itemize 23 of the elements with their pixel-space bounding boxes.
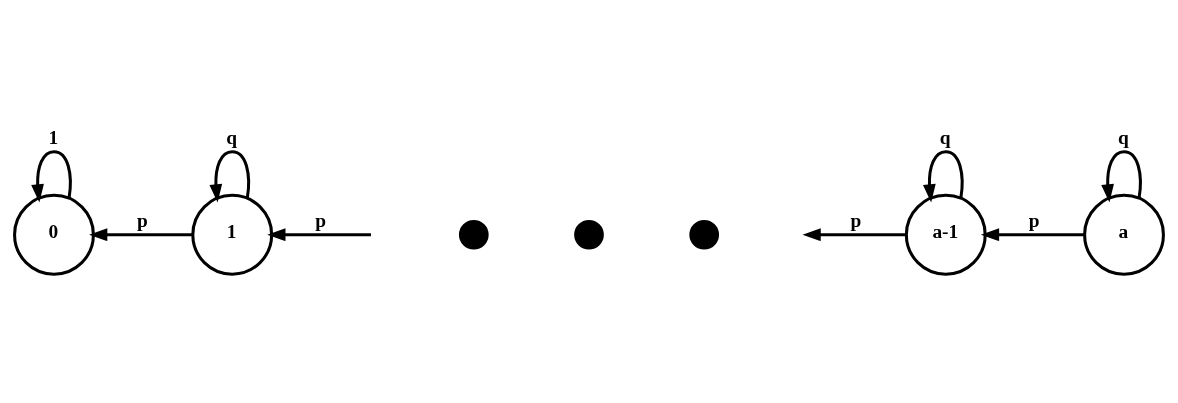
edge-label: q: [226, 126, 237, 148]
arrow: [31, 149, 72, 203]
node-circle: [458, 219, 489, 250]
edge-label: q: [1117, 126, 1129, 148]
edge-label: p: [850, 209, 862, 231]
node-circle: 1: [191, 193, 274, 276]
node-circle: [574, 219, 604, 250]
node-circle: a-1: [904, 193, 987, 276]
arrow: [89, 227, 193, 241]
node-circle: [689, 219, 720, 250]
edge-label: p: [137, 209, 148, 231]
arrow: [980, 227, 1085, 241]
arrow: [209, 149, 251, 203]
arrow: [1101, 149, 1142, 203]
node-circle: 0: [13, 193, 95, 276]
arrow: [923, 149, 964, 203]
edge-label: p: [1028, 209, 1040, 231]
edge-label: q: [939, 126, 951, 148]
edge-label: 1: [48, 126, 59, 148]
arrow: [802, 227, 907, 241]
node-circle: a: [1083, 193, 1165, 276]
edge-label: p: [315, 209, 327, 231]
arrow: [267, 227, 371, 241]
